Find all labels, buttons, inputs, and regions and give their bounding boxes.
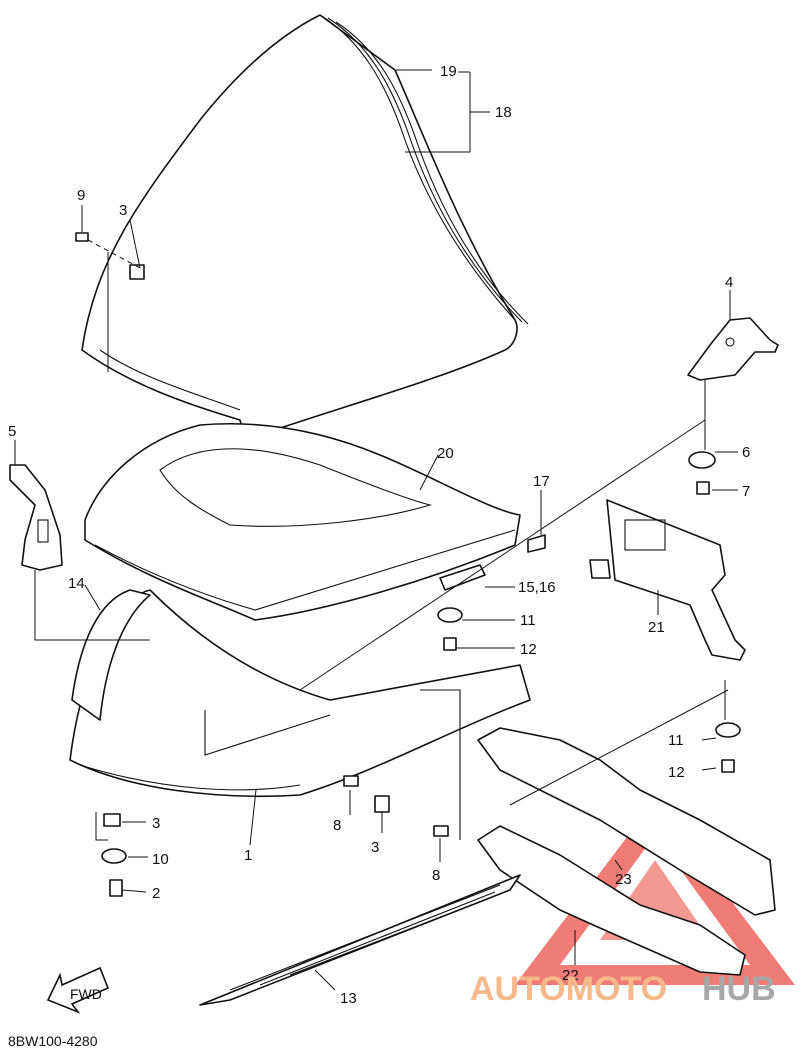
forward-arrow-icon: FWD <box>46 966 110 1014</box>
callout-11-b: 11 <box>668 732 684 749</box>
callout-8-b: 8 <box>432 867 440 884</box>
callout-9: 9 <box>77 187 85 204</box>
bolt-2 <box>109 879 123 897</box>
callout-17: 17 <box>533 473 550 490</box>
screw-8b <box>433 825 449 837</box>
stay-21 <box>589 499 746 661</box>
screw-8a <box>343 775 359 787</box>
fasteners <box>75 232 741 897</box>
callout-14: 14 <box>68 575 85 592</box>
bracket-5 <box>9 464 63 571</box>
callout-10: 10 <box>152 851 169 868</box>
diagram-code: 8BW100-4280 <box>8 1033 98 1049</box>
watermark-text-primary: AUTOMOTO <box>470 970 667 1008</box>
lower-cowling <box>69 589 531 840</box>
callout-22: 22 <box>562 967 579 984</box>
callout-12-b: 12 <box>668 764 685 781</box>
side-duct <box>71 589 151 721</box>
screw-9 <box>75 232 89 242</box>
callout-3-top: 3 <box>119 202 127 219</box>
callout-12-a: 12 <box>520 641 537 658</box>
callout-21: 21 <box>648 619 665 636</box>
windscreen <box>81 14 529 441</box>
callout-18: 18 <box>495 104 512 121</box>
callout-11-a: 11 <box>520 612 536 629</box>
grommet-6 <box>688 451 716 469</box>
callout-7: 7 <box>742 483 750 500</box>
bolt-15-16 <box>439 564 486 591</box>
callout-5: 5 <box>8 423 16 440</box>
callout-15-16: 15,16 <box>518 579 556 596</box>
inner-panel <box>84 422 521 621</box>
bolt-17 <box>527 534 546 553</box>
callout-labels: 19 18 9 3 4 5 20 6 7 17 14 15,16 11 21 1… <box>8 63 750 1007</box>
stay-frame <box>477 727 776 976</box>
mesh-grille <box>199 874 521 1006</box>
grommet-10 <box>101 848 127 864</box>
callout-3-mid: 3 <box>371 839 379 856</box>
leader-lines <box>14 69 738 991</box>
callout-19: 19 <box>440 63 457 80</box>
callout-2: 2 <box>152 885 160 902</box>
callout-6: 6 <box>742 444 750 461</box>
fwd-label: FWD <box>70 986 102 1002</box>
bracket-4 <box>687 317 779 381</box>
callout-20: 20 <box>437 445 454 462</box>
callout-23: 23 <box>615 871 632 888</box>
callout-4: 4 <box>725 274 733 291</box>
watermark-text-secondary: HUB <box>702 970 776 1008</box>
grommet-11a <box>437 607 463 623</box>
collar-12b <box>721 759 735 773</box>
nut-3-top <box>129 264 145 280</box>
nut-3b <box>374 795 390 813</box>
collar-7 <box>696 481 710 495</box>
callout-3-left: 3 <box>152 815 160 832</box>
collar-12a <box>443 637 457 651</box>
grommet-11b <box>715 722 741 738</box>
callout-13: 13 <box>340 990 357 1007</box>
callout-8-a: 8 <box>333 817 341 834</box>
nut-3c <box>103 813 121 827</box>
callout-1: 1 <box>244 847 252 864</box>
